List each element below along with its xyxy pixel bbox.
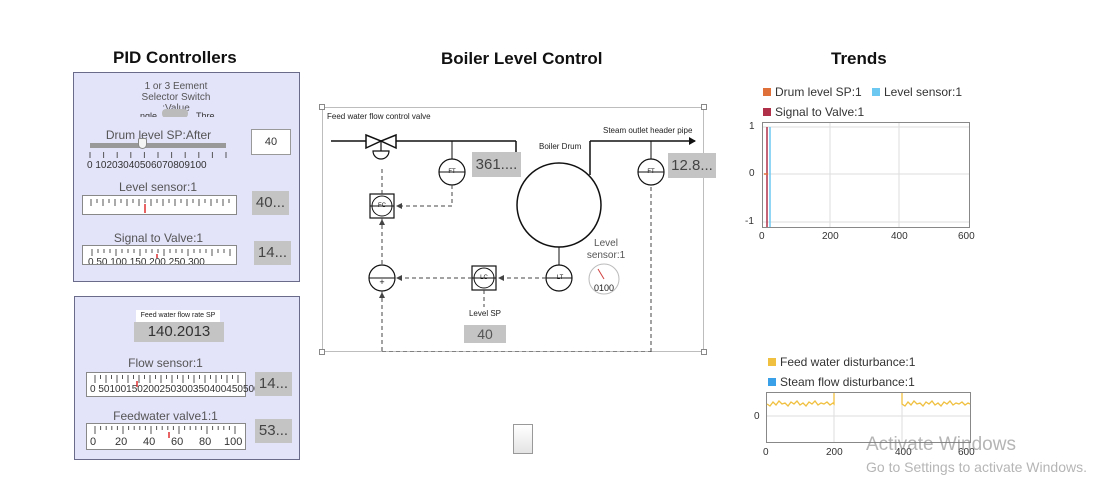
boiler-drum-label: Boiler Drum bbox=[539, 142, 582, 151]
drum-level-sp-label: Drum level SP:After bbox=[105, 128, 212, 142]
legend-steam-flow-disturbance: Steam flow disturbance:1 bbox=[768, 375, 915, 389]
lc-tag: LC bbox=[480, 275, 488, 281]
legend-text-drum-level-sp: Drum level SP:1 bbox=[775, 85, 862, 99]
selector-clip bbox=[74, 117, 299, 123]
feedwater-tick-80: 80 bbox=[199, 436, 212, 448]
activate-windows-hint: Go to Settings to activate Windows. bbox=[866, 459, 1087, 475]
feed-valve-label: Feed water flow control valve bbox=[327, 112, 431, 121]
boiler-level-sensor-label: Level sensor:1 bbox=[586, 238, 626, 261]
selection-handle-br[interactable] bbox=[701, 349, 707, 355]
feedwater-valve-display: 53... bbox=[255, 419, 292, 443]
feed-water-flow-sp-value[interactable]: 140.2013 bbox=[134, 322, 224, 342]
plot2-xtick-200: 200 bbox=[826, 447, 843, 458]
level-sensor-gauge-ticks bbox=[90, 199, 230, 213]
legend-swatch-steam-flow-disturbance bbox=[768, 378, 776, 386]
feedwater-tick-100: 100 bbox=[224, 436, 243, 448]
legend-swatch-drum-level-sp bbox=[763, 88, 771, 96]
feedwater-valve-label: Feedwater valve1:1 bbox=[113, 409, 218, 423]
flow-sensor-display: 14... bbox=[255, 372, 292, 396]
plot1-xtick-0: 0 bbox=[759, 231, 765, 242]
legend-drum-level-sp: Drum level SP:1 bbox=[763, 85, 862, 99]
legend-swatch-feed-water-disturbance bbox=[768, 358, 776, 366]
feedwater-tick-60: 60 bbox=[171, 436, 184, 448]
plot2-xtick-600: 600 bbox=[958, 447, 975, 458]
fc-tag: FC bbox=[378, 203, 386, 209]
flow-sensor-label: Flow sensor:1 bbox=[128, 356, 203, 370]
drum-level-sp-edit[interactable]: 40 bbox=[251, 129, 291, 155]
boiler-diagram-frame bbox=[322, 107, 704, 352]
feedwater-valve-gauge: 0 20 40 60 80 100 bbox=[86, 423, 246, 450]
plot1-ytick-neg1: -1 bbox=[745, 216, 754, 227]
signal-to-valve-tick-labels: 0 50 100 150 200 250 300 bbox=[88, 257, 205, 265]
feed-water-flow-sp-label: Feed water flow rate SP bbox=[136, 310, 220, 322]
boiler-schematic bbox=[331, 133, 696, 352]
trend-plot-1 bbox=[762, 122, 970, 228]
steam-outlet-label: Steam outlet header pipe bbox=[603, 126, 693, 135]
plot1-xtick-200: 200 bbox=[822, 231, 839, 242]
selector-left-label: ngle bbox=[140, 111, 158, 121]
signal-to-valve-label: Signal to Valve:1 bbox=[113, 231, 204, 245]
signal-to-valve-display: 14... bbox=[254, 241, 291, 265]
ft1-tag: FT bbox=[448, 169, 456, 175]
level-sensor-gauge bbox=[82, 195, 237, 215]
summer-plus-sign: + bbox=[379, 277, 385, 287]
level-sensor-label: Level sensor:1 bbox=[118, 180, 198, 194]
trends-title: Trends bbox=[831, 49, 887, 68]
drum-level-slider-ticks bbox=[89, 152, 227, 158]
level-sp-label: Level SP bbox=[468, 309, 502, 318]
drum-level-slider-thumb[interactable] bbox=[138, 138, 147, 149]
legend-swatch-signal-to-valve bbox=[763, 108, 771, 116]
legend-signal-to-valve: Signal to Valve:1 bbox=[763, 105, 864, 119]
drum-level-slider-track[interactable] bbox=[90, 143, 226, 148]
lt-tag: LT bbox=[556, 275, 564, 281]
plot2-xtick-0: 0 bbox=[763, 447, 769, 458]
legend-text-feed-water-disturbance: Feed water disturbance:1 bbox=[780, 355, 916, 369]
flow-sensor-tick-labels: 0 50100150200250300350400450500 bbox=[90, 384, 260, 395]
flow-sensor-gauge: 0 50100150200250300350400450500 bbox=[86, 372, 260, 397]
selection-handle-bl[interactable] bbox=[319, 349, 325, 355]
plot2-ytick-0: 0 bbox=[754, 411, 760, 422]
level-sensor-display: 40... bbox=[252, 191, 289, 215]
trend-plot-2 bbox=[766, 392, 971, 443]
level-gauge-ticks: 0100 bbox=[593, 283, 615, 293]
feedwater-tick-20: 20 bbox=[115, 436, 128, 448]
selection-handle-tr[interactable] bbox=[701, 104, 707, 110]
plot1-ytick-1: 1 bbox=[749, 121, 755, 132]
selector-right-label: Thre bbox=[196, 111, 215, 121]
feedwater-tick-40: 40 bbox=[143, 436, 156, 448]
selection-handle-tl[interactable] bbox=[319, 104, 325, 110]
pid-panel-top: 1 or 3 Eement Selector Switch :Value ngl… bbox=[73, 72, 300, 282]
legend-text-level-sensor: Level sensor:1 bbox=[884, 85, 963, 99]
pid-controllers-title: PID Controllers bbox=[113, 48, 237, 67]
level-sp-value[interactable]: 40 bbox=[464, 325, 506, 343]
signal-to-valve-gauge-ticks bbox=[91, 249, 231, 258]
ft2-display: 12.8... bbox=[668, 153, 716, 178]
plot1-xtick-400: 400 bbox=[891, 231, 908, 242]
ft2-tag: FT bbox=[647, 169, 655, 175]
signal-to-valve-gauge: 0 50 100 150 200 250 300 bbox=[82, 245, 237, 265]
activate-windows-watermark: Activate Windows bbox=[866, 434, 1016, 455]
ft1-display: 361.... bbox=[472, 152, 521, 177]
legend-text-signal-to-valve: Signal to Valve:1 bbox=[775, 105, 865, 119]
pid-panel-bottom: Feed water flow rate SP 140.2013 Flow se… bbox=[74, 296, 300, 460]
plot2-xtick-400: 400 bbox=[895, 447, 912, 458]
legend-feed-water-disturbance: Feed water disturbance:1 bbox=[768, 355, 915, 369]
feedwater-valve-gauge-ticks bbox=[94, 426, 236, 438]
legend-swatch-level-sensor bbox=[872, 88, 880, 96]
legend-text-steam-flow-disturbance: Steam flow disturbance:1 bbox=[780, 375, 915, 389]
plot1-ytick-0: 0 bbox=[749, 168, 755, 179]
selector-switch[interactable] bbox=[162, 109, 188, 118]
drum-level-slider-tick-labels: 0 10203040506070809100 bbox=[87, 160, 207, 171]
selector-switch-label: 1 or 3 Eement Selector Switch :Value bbox=[141, 81, 211, 114]
feedwater-tick-0: 0 bbox=[90, 436, 97, 448]
plot1-xtick-600: 600 bbox=[958, 231, 975, 242]
legend-level-sensor: Level sensor:1 bbox=[872, 85, 962, 99]
flow-sensor-gauge-ticks bbox=[94, 375, 239, 387]
boiler-level-control-title: Boiler Level Control bbox=[441, 49, 603, 68]
small-push-button[interactable] bbox=[513, 424, 533, 454]
